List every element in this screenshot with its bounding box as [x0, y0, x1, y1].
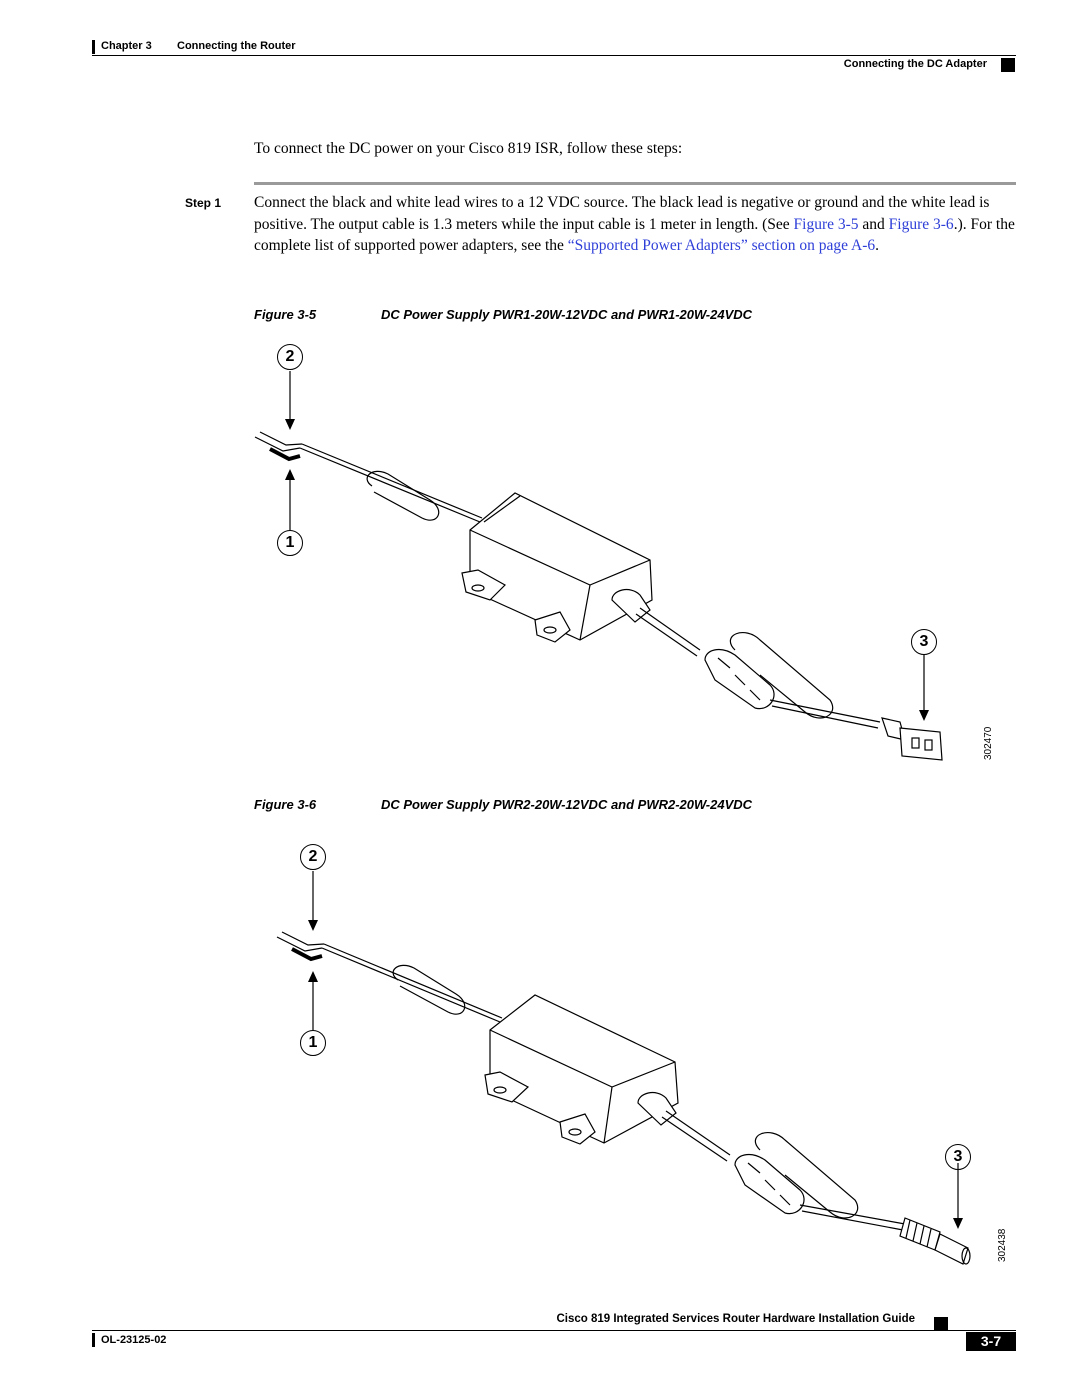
footer-page-box	[966, 1332, 1016, 1351]
figure-3-5-callout-1: 1	[277, 530, 303, 556]
footer-left-bar	[92, 1333, 95, 1347]
footer-square	[934, 1317, 948, 1331]
header-rule	[92, 55, 1016, 56]
step-text-1: Connect the black and white lead wires t…	[254, 194, 990, 233]
figure-3-5-title: DC Power Supply PWR1-20W-12VDC and PWR1-…	[381, 307, 753, 322]
footer-doc-number: OL-23125-02	[101, 1334, 167, 1346]
figure-3-6-id: 302438	[997, 1228, 1008, 1262]
figure-3-6-callout-1: 1	[300, 1030, 326, 1056]
step-rule	[254, 182, 1016, 185]
footer-guide-title: Cisco 819 Integrated Services Router Har…	[556, 1313, 915, 1325]
step-paragraph: Connect the black and white lead wires t…	[254, 192, 1016, 257]
figure-3-5-id: 302470	[983, 726, 994, 760]
footer-rule	[92, 1330, 1016, 1331]
figure-3-5-callout-2: 2	[277, 344, 303, 370]
step-text-2: and	[858, 215, 889, 233]
link-figure-3-5[interactable]: Figure 3-5	[793, 215, 859, 233]
figure-3-6-label: Figure 3-6	[254, 797, 317, 812]
figure-3-5-label: Figure 3-5	[254, 307, 317, 322]
step-text-4: .	[875, 237, 879, 254]
figure-3-6-callout-2: 2	[300, 844, 326, 870]
header-chapter-title: Connecting the Router	[177, 40, 296, 52]
header-left-bar	[92, 40, 95, 54]
link-supported-power-adapters[interactable]: “Supported Power Adapters” section on pa…	[567, 237, 876, 254]
footer-page-number: 3-7	[980, 1333, 1002, 1349]
step-text-3: .). For the complete list of supported p…	[254, 215, 1015, 255]
figure-3-6-callout-3: 3	[945, 1144, 971, 1170]
header-chapter: Chapter 3	[101, 40, 152, 52]
step-label: Step 1	[185, 196, 222, 210]
header-section: Connecting the DC Adapter	[843, 58, 987, 70]
figure-3-5-callout-3: 3	[911, 629, 937, 655]
intro-paragraph: To connect the DC power on your Cisco 81…	[254, 140, 683, 157]
figure-3-6-title: DC Power Supply PWR2-20W-12VDC and PWR2-…	[381, 797, 753, 812]
link-figure-3-6[interactable]: Figure 3-6	[888, 215, 954, 233]
header-right-square	[1001, 58, 1015, 72]
